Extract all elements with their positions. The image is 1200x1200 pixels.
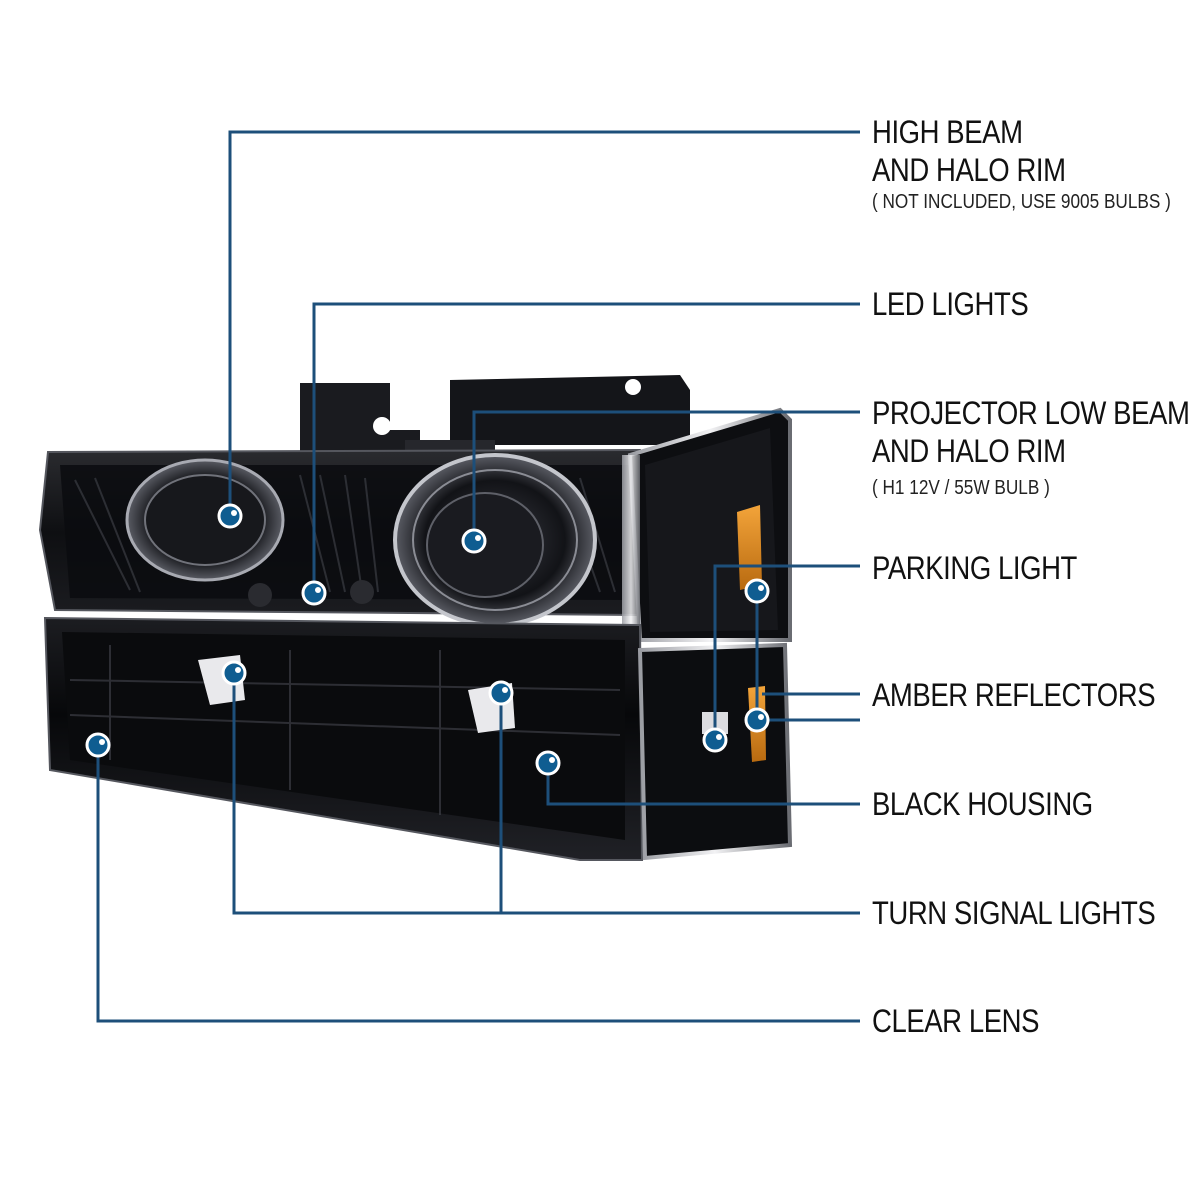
marker-parking (702, 727, 728, 753)
label-projector-line1: PROJECTOR LOW BEAM (872, 395, 1190, 431)
label-led-lights: LED LIGHTS (872, 286, 1029, 322)
parking-lamp-housing (43, 616, 644, 861)
marker-led (301, 580, 327, 606)
marker-lens (85, 732, 111, 758)
label-clear-lens: CLEAR LENS (872, 1003, 1040, 1039)
leader-lines (96, 130, 860, 1023)
mounting-brackets (300, 375, 690, 462)
label-high-beam-line1: HIGH BEAM (872, 114, 1023, 150)
label-black-housing: BLACK HOUSING (872, 786, 1093, 822)
label-parking-light: PARKING LIGHT (872, 550, 1077, 586)
marker-amber-lower (744, 707, 770, 733)
marker-housing (535, 750, 561, 776)
marker-turn-left (221, 660, 247, 686)
headlight-housing (38, 448, 647, 627)
marker-projector (461, 528, 487, 554)
callout-markers (85, 503, 770, 776)
marker-amber-upper (744, 578, 770, 604)
label-amber-reflectors: AMBER REFLECTORS (872, 677, 1156, 713)
note-high-beam: ( NOT INCLUDED, USE 9005 BULBS ) (872, 191, 1171, 213)
label-turn-signal-lights: TURN SIGNAL LIGHTS (872, 895, 1156, 931)
note-projector: ( H1 12V / 55W BULB ) (872, 477, 1050, 499)
label-high-beam-line2: AND HALO RIM (872, 152, 1066, 188)
marker-high-beam (217, 503, 243, 529)
marker-turn-right (488, 680, 514, 706)
label-projector-line2: AND HALO RIM (872, 433, 1066, 469)
